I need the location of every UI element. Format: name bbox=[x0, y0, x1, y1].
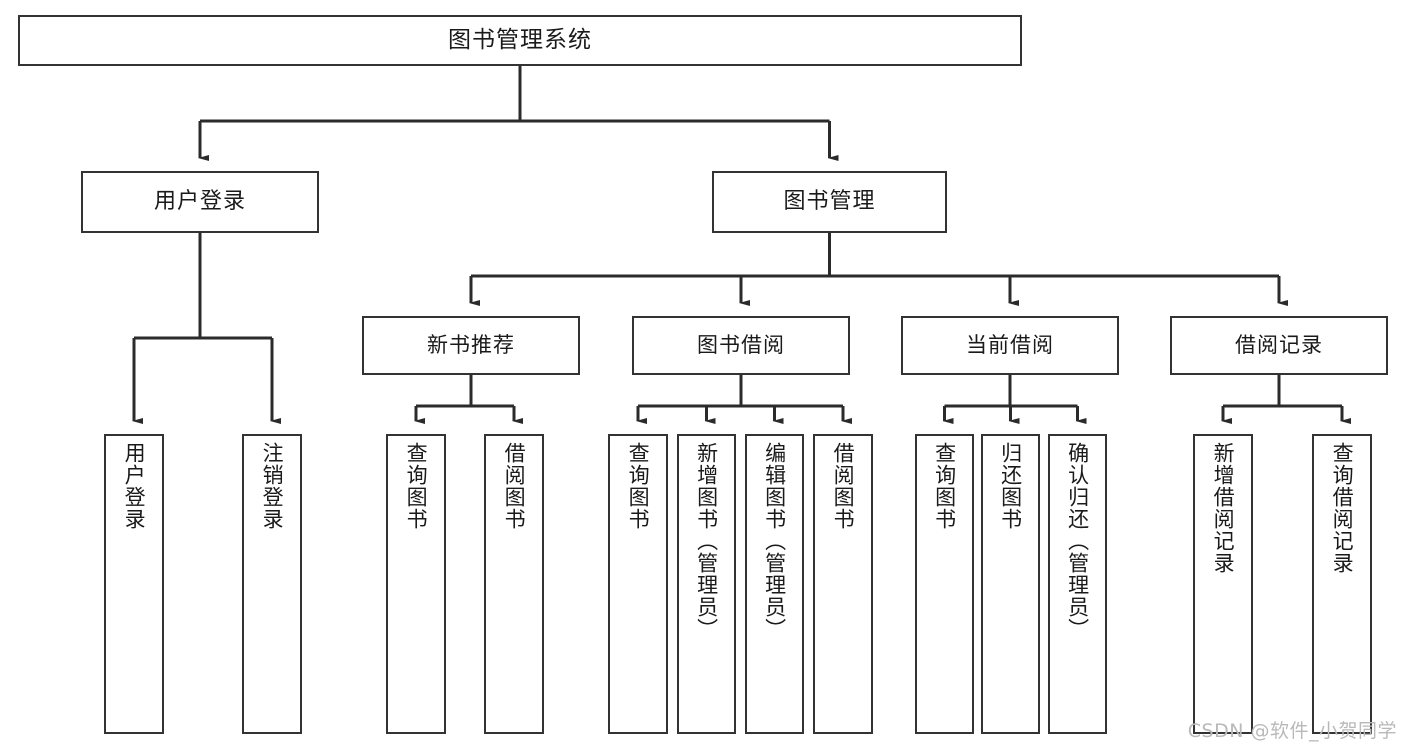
leaf-current-query-book-label: 查询图书 bbox=[932, 442, 957, 530]
node-user-login[interactable]: 用户登录 bbox=[81, 171, 319, 233]
node-new-book-recommend-label: 新书推荐 bbox=[427, 332, 515, 357]
leaf-borrow-borrow-book[interactable]: 借阅图书 bbox=[813, 434, 873, 734]
node-book-borrow-label: 图书借阅 bbox=[697, 332, 785, 357]
leaf-current-confirm-return[interactable]: 确认归还（管理员） bbox=[1048, 434, 1107, 734]
node-borrow-record[interactable]: 借阅记录 bbox=[1170, 316, 1388, 375]
leaf-user-login-label: 用户登录 bbox=[122, 442, 147, 530]
node-borrow-record-label: 借阅记录 bbox=[1235, 332, 1323, 357]
leaf-user-logout-label: 注销登录 bbox=[260, 442, 285, 530]
watermark: CSDN @软件_小贺同学 bbox=[1187, 720, 1397, 742]
node-root-label: 图书管理系统 bbox=[448, 26, 592, 53]
node-root[interactable]: 图书管理系统 bbox=[18, 15, 1022, 66]
node-current-borrow[interactable]: 当前借阅 bbox=[901, 316, 1119, 375]
leaf-user-logout[interactable]: 注销登录 bbox=[242, 434, 302, 734]
leaf-borrow-query-book-label: 查询图书 bbox=[626, 442, 651, 530]
leaf-current-confirm-return-label: 确认归还（管理员） bbox=[1065, 442, 1090, 640]
node-book-manage-label: 图书管理 bbox=[783, 188, 876, 214]
leaf-current-return-book-label: 归还图书 bbox=[998, 442, 1023, 530]
leaf-user-login[interactable]: 用户登录 bbox=[104, 434, 164, 734]
leaf-recommend-query-book-label: 查询图书 bbox=[404, 442, 429, 530]
leaf-record-add-label: 新增借阅记录 bbox=[1211, 442, 1236, 574]
leaf-borrow-add-book[interactable]: 新增图书（管理员） bbox=[677, 434, 736, 734]
leaf-record-query-label: 查询借阅记录 bbox=[1330, 442, 1355, 574]
leaf-borrow-add-book-label: 新增图书（管理员） bbox=[694, 442, 719, 640]
leaf-current-return-book[interactable]: 归还图书 bbox=[981, 434, 1040, 734]
leaf-recommend-borrow-book-label: 借阅图书 bbox=[502, 442, 527, 530]
leaf-borrow-edit-book-label: 编辑图书（管理员） bbox=[762, 442, 787, 640]
leaf-record-query[interactable]: 查询借阅记录 bbox=[1312, 434, 1372, 734]
leaf-borrow-query-book[interactable]: 查询图书 bbox=[608, 434, 668, 734]
leaf-current-query-book[interactable]: 查询图书 bbox=[915, 434, 974, 734]
leaf-recommend-borrow-book[interactable]: 借阅图书 bbox=[484, 434, 544, 734]
leaf-borrow-edit-book[interactable]: 编辑图书（管理员） bbox=[745, 434, 804, 734]
node-user-login-label: 用户登录 bbox=[153, 188, 246, 214]
node-new-book-recommend[interactable]: 新书推荐 bbox=[362, 316, 580, 375]
leaf-recommend-query-book[interactable]: 查询图书 bbox=[386, 434, 446, 734]
leaf-record-add[interactable]: 新增借阅记录 bbox=[1193, 434, 1253, 734]
node-book-manage[interactable]: 图书管理 bbox=[712, 171, 947, 233]
node-book-borrow[interactable]: 图书借阅 bbox=[632, 316, 850, 375]
node-current-borrow-label: 当前借阅 bbox=[966, 332, 1054, 357]
leaf-borrow-borrow-book-label: 借阅图书 bbox=[831, 442, 856, 530]
